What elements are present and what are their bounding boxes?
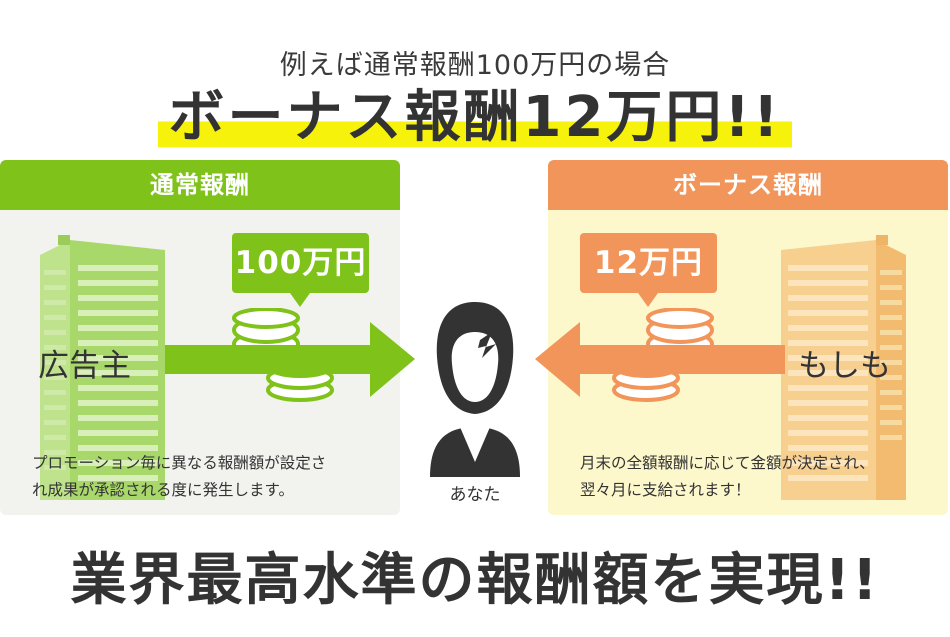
person-label: あなた	[449, 485, 501, 505]
right-panel: ボーナス報酬	[548, 160, 948, 515]
headline: ボーナス報酬12万円!!	[158, 83, 792, 153]
advertiser-label: 広告主	[38, 348, 131, 384]
left-panel: 通常報酬	[0, 160, 400, 515]
moshimo-building-icon	[776, 235, 916, 500]
headline-wrap: ボーナス報酬12万円!!	[0, 83, 950, 153]
normal-reward-amount: 100万円	[232, 233, 369, 307]
right-description-line1: 月末の全額報酬に応じて金額が決定され、	[580, 454, 875, 472]
left-description-line2: れ成果が承認される度に発生します。	[32, 481, 294, 499]
right-description-line2: 翌々月に支給されます！	[580, 481, 751, 499]
arrow-right-icon	[165, 322, 415, 401]
arrow-left-icon	[535, 322, 785, 401]
left-panel-title: 通常報酬	[0, 160, 400, 210]
bonus-reward-amount: 12万円	[580, 233, 717, 307]
user-silhouette-icon	[420, 292, 530, 481]
left-description-line1: プロモーション毎に異なる報酬額が設定さ	[32, 454, 327, 472]
right-panel-title: ボーナス報酬	[548, 160, 948, 210]
advertiser-building-icon	[30, 235, 170, 500]
footer-tagline: 業界最高水準の報酬額を実現!!	[70, 548, 880, 613]
moshimo-label: もしも	[798, 348, 891, 384]
subtitle: 例えば通常報酬100万円の場合	[279, 50, 671, 81]
